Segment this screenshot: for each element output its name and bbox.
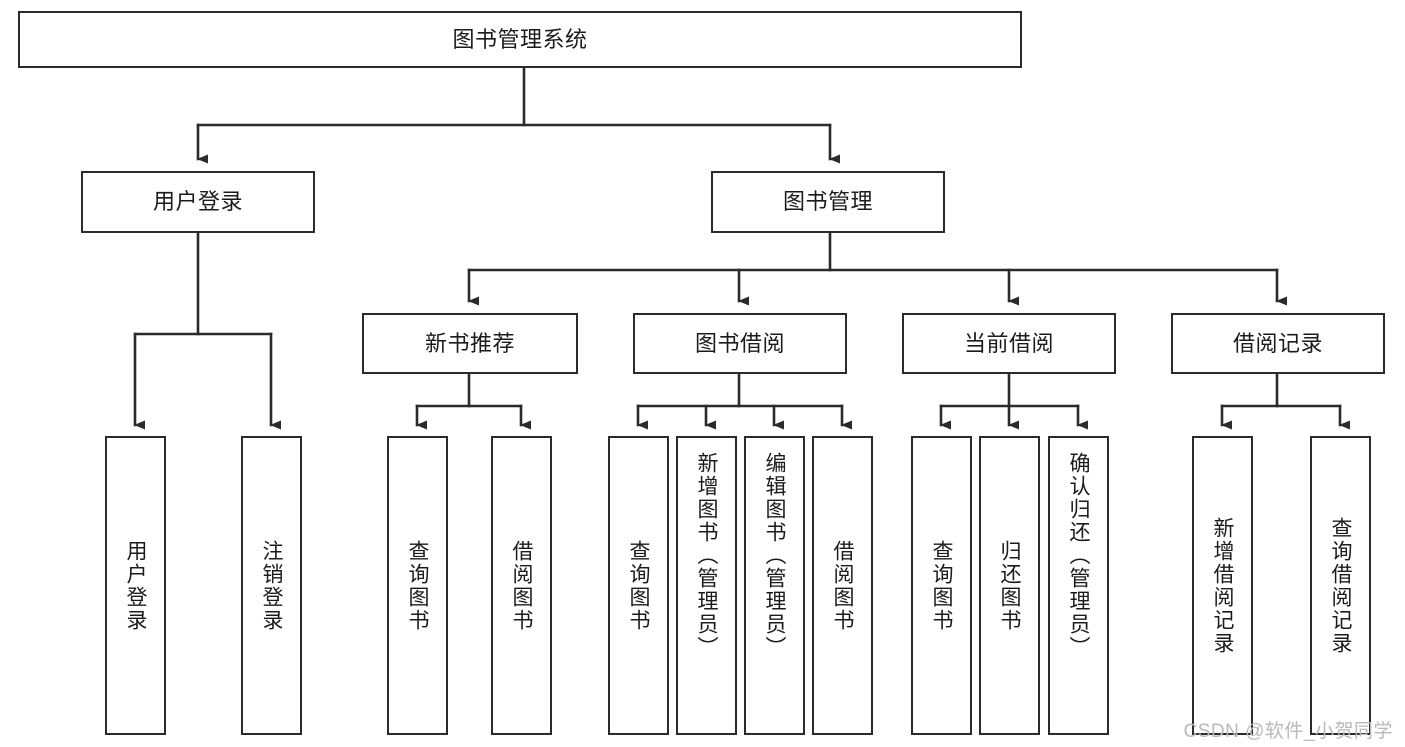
- node-leaf-return-book[interactable]: 归还图书: [979, 436, 1040, 735]
- node-leaf-query-book-1[interactable]: 查询图书: [387, 436, 448, 735]
- node-user-login[interactable]: 用户登录: [81, 171, 315, 233]
- node-leaf-add-record[interactable]: 新增借阅记录: [1192, 436, 1253, 735]
- node-current-borrow-label: 当前借阅: [963, 330, 1054, 356]
- node-borrow-record-label: 借阅记录: [1232, 330, 1323, 356]
- node-book-borrow-label: 图书借阅: [694, 330, 785, 356]
- node-leaf-query-record[interactable]: 查询借阅记录: [1310, 436, 1371, 735]
- node-leaf-confirm-return[interactable]: 确认归还（管理员）: [1048, 436, 1109, 735]
- node-leaf-query-book-2-label: 查询图书: [627, 539, 650, 632]
- node-root[interactable]: 图书管理系统: [18, 11, 1022, 68]
- node-new-book-recommend-label: 新书推荐: [424, 330, 515, 356]
- node-new-book-recommend[interactable]: 新书推荐: [362, 313, 578, 374]
- node-leaf-confirm-return-label: 确认归还（管理员）: [1067, 452, 1090, 659]
- node-leaf-add-book-label: 新增图书（管理员）: [695, 452, 718, 659]
- node-book-borrow[interactable]: 图书借阅: [633, 313, 847, 374]
- node-leaf-add-book[interactable]: 新增图书（管理员）: [676, 436, 737, 735]
- node-leaf-query-book-3[interactable]: 查询图书: [911, 436, 972, 735]
- node-leaf-query-book-2[interactable]: 查询图书: [608, 436, 669, 735]
- node-leaf-user-logout[interactable]: 注销登录: [241, 436, 302, 735]
- node-leaf-user-logout-label: 注销登录: [260, 539, 283, 632]
- node-leaf-borrow-book-1-label: 借阅图书: [510, 539, 533, 632]
- node-leaf-borrow-book-2[interactable]: 借阅图书: [812, 436, 873, 735]
- node-leaf-edit-book-label: 编辑图书（管理员）: [763, 452, 786, 659]
- node-user-login-label: 用户登录: [152, 189, 243, 215]
- node-book-manage-label: 图书管理: [782, 189, 873, 215]
- node-leaf-query-record-label: 查询借阅记录: [1329, 516, 1352, 655]
- node-root-label: 图书管理系统: [452, 26, 588, 52]
- node-leaf-query-book-1-label: 查询图书: [406, 539, 429, 632]
- node-leaf-user-login[interactable]: 用户登录: [105, 436, 166, 735]
- node-borrow-record[interactable]: 借阅记录: [1171, 313, 1385, 374]
- node-book-manage[interactable]: 图书管理: [711, 171, 945, 233]
- node-leaf-query-book-3-label: 查询图书: [930, 539, 953, 632]
- node-leaf-edit-book[interactable]: 编辑图书（管理员）: [744, 436, 805, 735]
- node-current-borrow[interactable]: 当前借阅: [902, 313, 1116, 374]
- node-leaf-borrow-book-1[interactable]: 借阅图书: [491, 436, 552, 735]
- node-leaf-return-book-label: 归还图书: [998, 539, 1021, 632]
- node-leaf-borrow-book-2-label: 借阅图书: [831, 539, 854, 632]
- node-leaf-user-login-label: 用户登录: [124, 539, 147, 632]
- node-leaf-add-record-label: 新增借阅记录: [1211, 516, 1234, 655]
